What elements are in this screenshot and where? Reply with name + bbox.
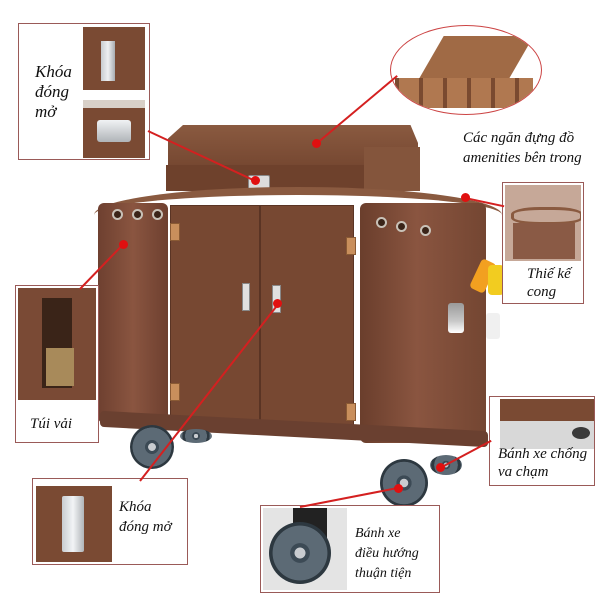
pointer-dot-door-lock <box>272 298 282 308</box>
pointer-dot-curved <box>460 192 470 202</box>
label-line: mở <box>35 102 57 121</box>
callout-label: Thiế kế cong <box>527 265 571 301</box>
latch-lock-photo <box>83 100 145 158</box>
callout-bumper-wheel: Bánh xe chống va chạm <box>489 396 595 486</box>
callout-label: Bánh xe chống va chạm <box>498 445 587 481</box>
cabinet-door-right[interactable] <box>260 205 354 429</box>
caster-wheel-photo <box>263 508 347 590</box>
label-line: điều hướng <box>355 546 419 561</box>
housekeeping-cart <box>90 125 510 507</box>
caster-wheel-rear-left <box>180 429 212 443</box>
left-fabric-bag <box>98 203 168 423</box>
right-fabric-bag <box>360 203 486 443</box>
grommet <box>396 221 407 232</box>
callout-caster-wheel: Bánh xe điều hướng thuận tiện <box>260 505 440 593</box>
callout-label: Khóa đóng mở <box>119 497 172 537</box>
door-handle-left[interactable] <box>242 283 250 311</box>
hinge <box>346 237 356 255</box>
pointer-dot-fabric-bag <box>118 239 128 249</box>
caster-wheel-front-right <box>380 459 428 507</box>
callout-label-amenities: Các ngăn đựng đồ amenities bên trong <box>463 128 582 168</box>
bumper-wheel-photo <box>500 399 594 449</box>
hinge <box>170 223 180 241</box>
grommet <box>112 209 123 220</box>
callout-label: Túi vải <box>30 414 72 434</box>
fabric-bag-photo <box>18 288 96 400</box>
cart-top-side <box>364 147 420 191</box>
label-line: Khóa <box>119 499 152 515</box>
grommet <box>376 217 387 228</box>
hinge <box>170 383 180 401</box>
callout-fabric-bag: Túi vải <box>15 285 99 443</box>
hasp-lock-photo <box>83 27 145 90</box>
callout-label: Khóa đóng mở <box>35 62 72 122</box>
aerosol-can <box>448 303 464 333</box>
label-line: Khóa <box>35 62 72 81</box>
label-line: cong <box>527 284 557 300</box>
label-line: Túi vải <box>30 416 73 432</box>
curved-handle-rail[interactable] <box>94 187 502 215</box>
label-line: va chạm <box>498 464 549 480</box>
label-line: đóng mở <box>119 519 172 535</box>
label-line: thuận tiện <box>355 566 412 581</box>
door-lock-photo <box>36 486 112 562</box>
grommet <box>420 225 431 236</box>
cleaning-brush <box>486 313 500 339</box>
tray-compartments-photo <box>395 78 533 108</box>
callout-curved-design: Thiế kế cong <box>502 182 584 304</box>
pointer-dot-caster <box>393 483 403 493</box>
label-line: Bánh xe <box>355 526 401 541</box>
grommet <box>152 209 163 220</box>
pointer-dot-amenities <box>311 138 321 148</box>
grommet <box>132 209 143 220</box>
label-line: Các ngăn đựng đồ <box>463 130 575 146</box>
callout-label: Bánh xe điều hướng thuận tiện <box>355 524 419 584</box>
label-line: Bánh xe chống <box>498 446 588 462</box>
curved-rail-photo <box>505 185 581 261</box>
callout-top-lock: Khóa đóng mở <box>18 23 150 160</box>
cabinet-door-left[interactable] <box>170 205 260 429</box>
label-line: Thiế kế <box>527 266 571 282</box>
tray-lid-photo <box>418 36 534 80</box>
label-line: amenities bên trong <box>463 150 582 166</box>
callout-amenities-tray <box>390 25 542 115</box>
callout-door-lock: Khóa đóng mở <box>32 478 188 565</box>
pointer-dot-top-lock <box>250 175 260 185</box>
label-line: đóng <box>35 82 69 101</box>
yellow-cloth <box>488 265 504 295</box>
hinge <box>346 403 356 421</box>
pointer-dot-bumper <box>435 462 445 472</box>
